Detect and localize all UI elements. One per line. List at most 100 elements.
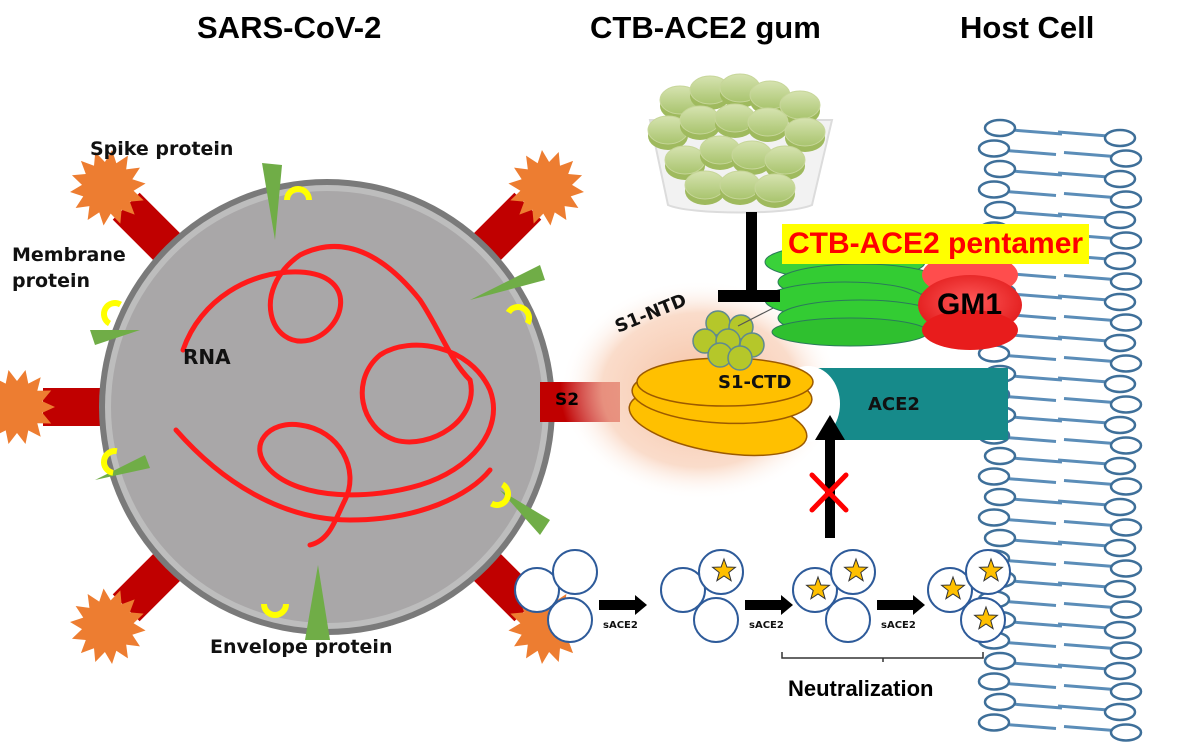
lipid-tail (1057, 704, 1109, 712)
lipid-tail (1011, 456, 1063, 464)
lipid-tail (1011, 333, 1063, 341)
membrane-label-line2: protein (12, 270, 91, 292)
ctb-ace2-pentamer-label: CTB-ACE2 pentamer (782, 224, 1090, 264)
lipid-head (1103, 620, 1137, 640)
s2-label: S2 (555, 390, 580, 410)
lipid-head (983, 528, 1017, 548)
lipid-tail (1063, 643, 1115, 650)
lipid-head (1103, 661, 1137, 681)
virus-body (111, 191, 543, 623)
membrane-label-line1: Membrane (12, 244, 126, 266)
ace2-label: ACE2 (868, 394, 920, 415)
lipid-tail (1011, 538, 1063, 546)
lipid-tail (1011, 661, 1063, 669)
lipid-head (1109, 190, 1143, 209)
sace2-label: sACE2 (881, 620, 916, 631)
lipid-head (1109, 436, 1143, 455)
lipid-head (983, 118, 1017, 138)
lipid-tail (1063, 520, 1115, 527)
membrane-proteins (90, 163, 550, 640)
lipid-tail (1063, 479, 1115, 486)
gum-tablet-top (664, 145, 706, 175)
lipid-head (1109, 641, 1143, 660)
lipid-head (1109, 395, 1143, 414)
lipid-head (983, 159, 1017, 179)
lipid-head (1103, 292, 1137, 312)
membrane-protein (305, 565, 330, 640)
lipid-tail (1005, 190, 1057, 197)
blocked-arrow (815, 415, 845, 538)
lipid-tail (1011, 374, 1063, 382)
lipid-head (983, 446, 1017, 466)
gum-tablet-top (754, 173, 796, 203)
lipid-head (1103, 579, 1137, 599)
cell-circle (514, 567, 560, 613)
lipid-tail (1005, 149, 1057, 156)
star-icon (940, 575, 966, 600)
lipid-head (1109, 231, 1143, 250)
gm1-label: GM1 (937, 288, 1003, 321)
lipid-head (983, 200, 1017, 220)
lipid-tail (1057, 663, 1109, 671)
gum-tablet-top (779, 90, 821, 120)
membrane-protein (470, 265, 545, 300)
lipid-head (1109, 477, 1143, 496)
lipid-tail (1005, 600, 1057, 607)
lipid-tail (1005, 682, 1057, 689)
arrow-shaft (599, 600, 635, 610)
lipid-head (1103, 456, 1137, 476)
gum-tablet-top (684, 170, 726, 200)
virus-particle (0, 150, 584, 664)
cell-circle (547, 597, 593, 643)
lipid-tail (1057, 417, 1109, 425)
gm1-receptor (918, 253, 1022, 350)
s1-ctd-domain (628, 357, 814, 457)
arrow-shaft (877, 600, 913, 610)
lipid-tail (1005, 395, 1057, 402)
envelope-protein-arc (261, 603, 289, 618)
block-x-icon (809, 472, 849, 513)
cell-circle (660, 567, 706, 613)
host-title: Host Cell (960, 10, 1095, 45)
lipid-head (1109, 518, 1143, 537)
lipid-head (983, 692, 1017, 712)
gum-tablet-top (784, 117, 826, 147)
gum-tablets-image (647, 73, 834, 214)
gum-tablet-top (719, 170, 761, 200)
envelope-protein-arc (101, 448, 118, 476)
neutralization-label: Neutralization (788, 676, 934, 701)
lipid-head (1103, 169, 1137, 189)
lipid-tail (1011, 702, 1063, 710)
lipid-tail (1011, 292, 1063, 300)
lipid-tail (1011, 497, 1063, 505)
lipid-head (1103, 702, 1137, 722)
arrow-shaft (745, 600, 781, 610)
neutralization-bracket (781, 652, 984, 662)
lipid-head (977, 139, 1011, 158)
lipid-tail (1057, 581, 1109, 589)
inhibition-symbol (718, 212, 780, 302)
lipid-tail (1057, 130, 1109, 138)
lipid-tail (1057, 499, 1109, 507)
envelope-protein-arc (505, 304, 532, 325)
lipid-tail (1005, 477, 1057, 484)
gum-title: CTB-ACE2 gum (590, 10, 821, 45)
lipid-tail (1011, 210, 1063, 218)
star-icon (978, 557, 1004, 582)
lipid-head (1109, 682, 1143, 701)
lipid-tail (1011, 128, 1063, 136)
sace2-label: sACE2 (603, 620, 638, 631)
lipid-tail (1063, 561, 1115, 568)
lipid-head (1109, 354, 1143, 373)
spike-head (70, 150, 146, 226)
lipid-head (1109, 272, 1143, 291)
lipid-tail (1057, 458, 1109, 466)
envelope-proteins (101, 186, 532, 618)
lipid-tail (1005, 723, 1057, 730)
lipid-head (1103, 251, 1137, 271)
cell-circle (825, 597, 871, 643)
lipid-head (1103, 374, 1137, 394)
lipid-tail (1005, 354, 1057, 361)
star-icon (711, 557, 737, 582)
